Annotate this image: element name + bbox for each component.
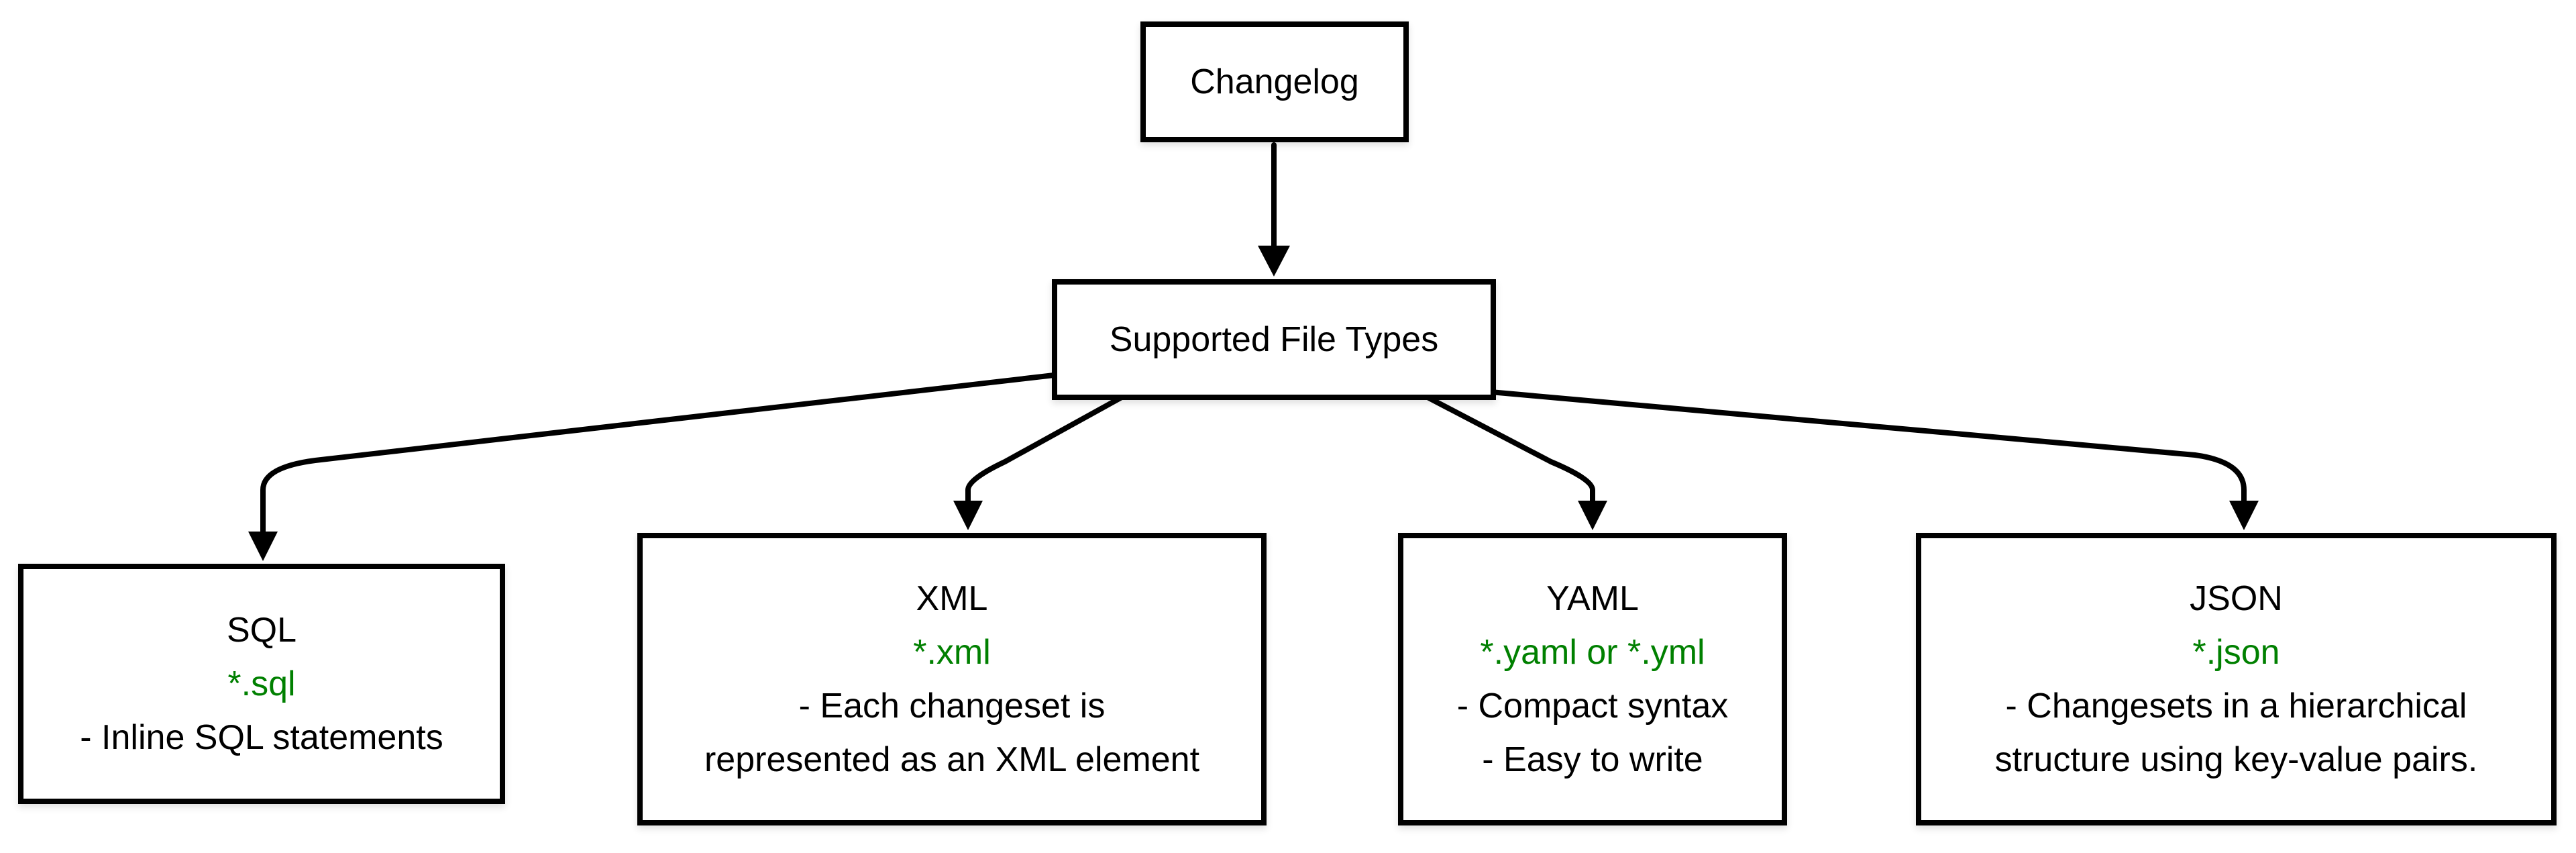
node-xml: XML *.xml - Each changeset is represente…: [637, 533, 1267, 825]
node-json-title: JSON: [2190, 579, 2283, 618]
node-supported-file-types-label: Supported File Types: [1109, 320, 1439, 359]
node-xml-note: represented as an XML element: [704, 740, 1200, 779]
node-json-note: structure using key-value pairs.: [1994, 740, 2478, 779]
node-yaml: YAML *.yaml or *.yml - Compact syntax - …: [1398, 533, 1787, 825]
node-sql-file-pattern: *.sql: [227, 664, 296, 703]
node-yaml-file-pattern: *.yaml or *.yml: [1480, 633, 1705, 672]
node-json-note: - Changesets in a hierarchical: [2005, 687, 2467, 725]
node-yaml-title: YAML: [1546, 579, 1639, 618]
node-supported-file-types: Supported File Types: [1052, 279, 1496, 400]
node-json: JSON *.json - Changesets in a hierarchic…: [1916, 533, 2557, 825]
edge-supported-file-types-to-yaml: [1425, 395, 1607, 530]
node-sql-title: SQL: [226, 611, 297, 650]
edge-supported-file-types-to-sql: [248, 372, 1063, 561]
node-sql-note: - Inline SQL statements: [80, 718, 443, 757]
edge-supported-file-types-to-xml: [953, 395, 1124, 530]
edge-supported-file-types-to-json: [1488, 389, 2259, 530]
edge-changelog-to-supported-file-types: [1258, 142, 1290, 277]
node-xml-title: XML: [916, 579, 988, 618]
node-changelog-label: Changelog: [1190, 62, 1359, 101]
node-xml-note: - Each changeset is: [798, 687, 1106, 725]
node-yaml-note: - Easy to write: [1482, 740, 1703, 779]
node-xml-file-pattern: *.xml: [913, 633, 991, 672]
node-sql: SQL *.sql - Inline SQL statements: [18, 564, 505, 804]
node-changelog: Changelog: [1140, 21, 1409, 142]
node-json-file-pattern: *.json: [2192, 633, 2280, 672]
node-yaml-note: - Compact syntax: [1456, 687, 1729, 725]
